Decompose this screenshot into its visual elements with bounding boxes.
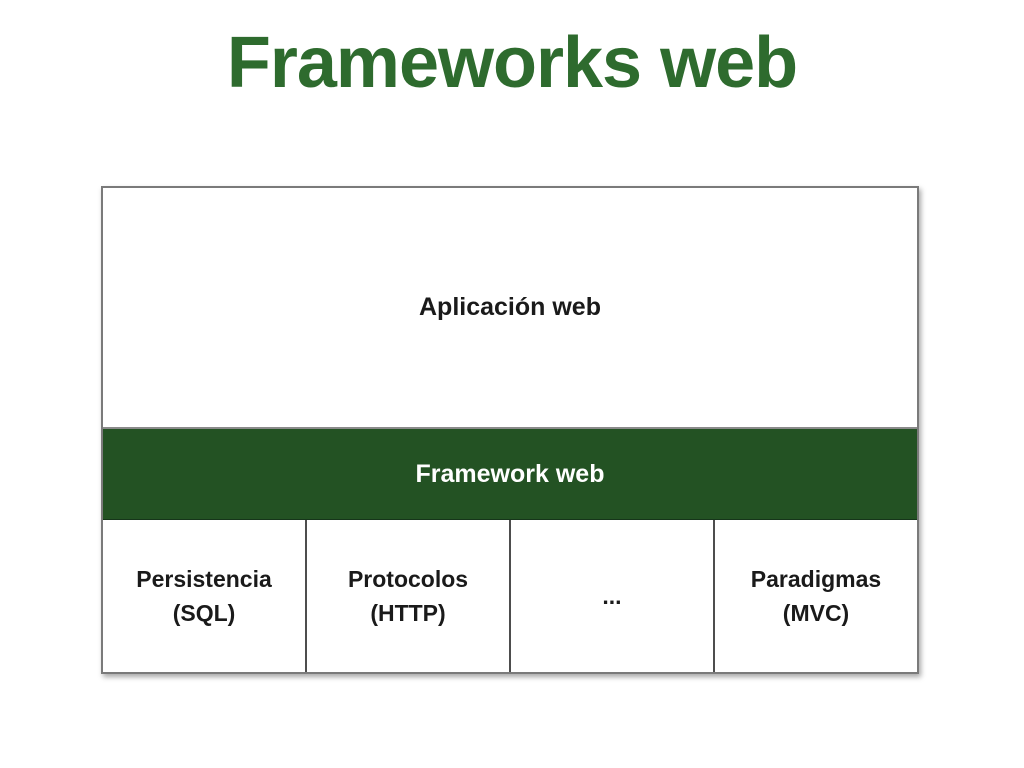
layer-cell-label: Persistencia (136, 565, 272, 592)
framework-web-bar: Framework web (103, 427, 917, 520)
layer-cell-paradigmas: Paradigmas (MVC) (713, 520, 917, 672)
framework-stack-diagram: Aplicación web Framework web Persistenci… (101, 186, 919, 674)
layer-cell-persistencia: Persistencia (SQL) (103, 520, 305, 672)
application-web-box: Aplicación web (103, 188, 917, 427)
layer-cell-label: ... (602, 582, 622, 609)
page-title: Frameworks web (226, 23, 798, 103)
layer-cell-label: Protocolos (347, 565, 469, 592)
framework-web-label: Framework web (415, 459, 605, 488)
foundation-layer-row: Persistencia (SQL) Protocolos (HTTP) ...… (103, 520, 917, 672)
layer-cell-sublabel: (SQL) (172, 600, 236, 626)
layer-cell-label: Paradigmas (750, 565, 882, 592)
layer-cell-protocolos: Protocolos (HTTP) (305, 520, 509, 672)
application-web-label: Aplicación web (419, 293, 601, 321)
layer-cell-sublabel: (HTTP) (370, 600, 446, 626)
layer-cell-ellipsis: ... (509, 520, 713, 672)
layer-cell-sublabel: (MVC) (782, 600, 850, 626)
